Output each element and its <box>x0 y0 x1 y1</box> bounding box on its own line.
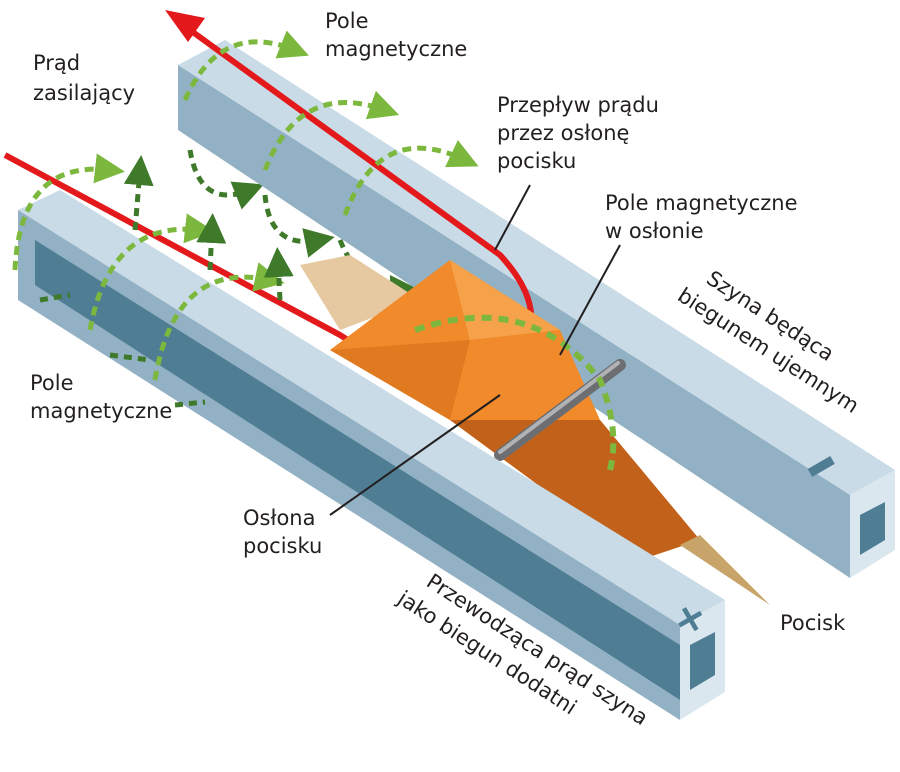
label-magnetic-field-in-sabot: Pole magnetyczne w osłonie <box>605 191 804 243</box>
label-magnetic-field-top: Pole magnetyczne <box>325 9 467 61</box>
label-projectile: Pocisk <box>780 611 846 635</box>
sabot <box>300 255 700 560</box>
sabot-field-arc <box>414 314 617 471</box>
label-sabot: Osłona pocisku <box>243 506 322 558</box>
magnetic-field-arcs-left-back <box>39 155 294 408</box>
label-current-through-sabot: Przepływ prądu przez osłonę pocisku <box>497 93 666 173</box>
projectile <box>680 535 770 605</box>
label-magnetic-field-left: Pole magnetyczne <box>30 371 172 423</box>
leader-lines <box>329 184 621 516</box>
minus-symbol <box>807 456 835 477</box>
magnetic-field-arcs-top <box>182 30 479 216</box>
current-arrow-icon <box>165 10 205 42</box>
label-supply-current: Prąd zasilający <box>33 51 135 105</box>
magnetic-field-arcs-left <box>12 153 285 381</box>
positive-rail: + <box>18 190 725 720</box>
